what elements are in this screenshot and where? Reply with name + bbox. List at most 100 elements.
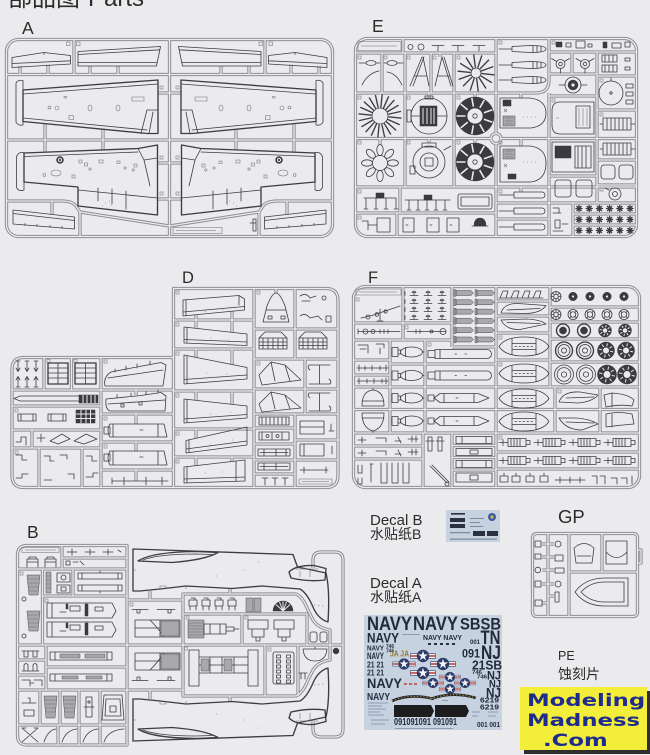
decal-marking-navy: NAVY — [413, 614, 458, 635]
machine-gun-pod — [533, 456, 566, 465]
decal-marking-number: 746 — [477, 675, 487, 681]
seat-detail-block — [507, 173, 517, 180]
crankcase-block — [419, 105, 438, 127]
wheel-spokes — [603, 310, 611, 319]
wheel-light — [576, 364, 596, 385]
small-ring-part — [332, 647, 340, 655]
sprue-f-code-label — [355, 288, 402, 296]
cockpit-rail-part — [49, 651, 113, 661]
decal-a-label-chinese: 水贴纸A — [370, 589, 422, 605]
wheel-rim — [567, 309, 579, 320]
weapon-pylon — [455, 448, 493, 456]
long-rod-part — [13, 395, 80, 402]
small-lever-parts — [65, 548, 122, 566]
wheel-spokes — [618, 366, 636, 383]
decal-b-label: Decal B — [370, 512, 423, 529]
wheel-hub — [602, 292, 612, 301]
exhaust-manifold — [363, 197, 399, 210]
wheel-hub — [568, 292, 578, 301]
antenna-mast — [409, 314, 419, 320]
sprue-label-d: D — [182, 268, 194, 287]
seat-back-lines — [63, 699, 76, 713]
star-part — [595, 215, 604, 224]
i-beam-strut — [307, 364, 332, 385]
machine-gun-pod — [568, 456, 601, 465]
wheel-spokes — [618, 343, 634, 358]
wheel-spokes — [598, 366, 616, 383]
wheel-tire — [554, 341, 574, 360]
cockpit-seat-part — [499, 97, 547, 129]
flap-strip-part — [12, 209, 75, 230]
control-column-part — [247, 619, 295, 642]
wheel-hub — [602, 370, 612, 379]
wheel-rim — [557, 344, 571, 357]
wheel-tire — [555, 323, 571, 338]
cockpit-sidewall — [46, 621, 117, 638]
oil-cooler-dome — [473, 217, 487, 227]
cylinder-gaps — [456, 143, 493, 181]
cowl-flap-ring — [457, 193, 493, 210]
wheel-gear — [550, 291, 562, 302]
wing-lower-half — [23, 144, 159, 216]
wheel-tire — [576, 323, 592, 338]
sprue-label-f: F — [368, 268, 379, 287]
rounded-block-part — [600, 164, 616, 180]
wheel-ring — [618, 309, 630, 320]
tail-fillet — [288, 564, 327, 582]
cylinder-head-petal — [361, 159, 373, 167]
star-part — [595, 226, 604, 235]
cockpit-rail-detail — [61, 675, 103, 680]
antenna-mast — [437, 298, 447, 304]
star-part — [605, 215, 614, 224]
rod-end-block-ribs — [82, 395, 96, 403]
star-part — [616, 226, 624, 235]
photo-etch-label-chinese: 蚀刻片 — [558, 666, 600, 682]
spinner-base-hole — [570, 82, 576, 88]
machine-gun-pod — [568, 438, 601, 447]
cylinder-head-petal — [387, 159, 399, 167]
wheel-hub — [622, 370, 632, 379]
rocket — [453, 308, 474, 316]
wingtip-fairing — [558, 391, 599, 404]
decal-marking-serial: 6219 — [480, 698, 499, 705]
drop-tank — [498, 388, 550, 409]
fin-ring-hub — [371, 107, 389, 125]
cylinder-fin-ring-large — [358, 94, 402, 138]
sliding-canopy — [574, 577, 629, 607]
star-part — [575, 215, 583, 224]
console-part — [77, 570, 123, 580]
small-box-part — [299, 443, 333, 457]
wheel-hub — [603, 311, 611, 318]
small-wedge-parts — [15, 433, 98, 446]
wheel-hub — [622, 327, 628, 334]
windscreen — [573, 543, 595, 564]
wheel-spokes — [598, 343, 614, 358]
decal-marking-tail-code: NJ — [486, 686, 501, 701]
control-rod-part — [383, 60, 404, 86]
decal-marking-code-olive: JA JA — [390, 650, 409, 659]
weapon-pylon — [455, 460, 493, 468]
antenna-mast — [409, 298, 419, 304]
wheel-hub — [585, 292, 595, 301]
small-box-part — [299, 420, 335, 435]
wheel-tire — [575, 341, 595, 360]
seat-bracket — [188, 597, 198, 611]
decal-marking-navy: NAVY — [367, 691, 390, 703]
small-pin-parts — [261, 477, 289, 486]
wing-lower-panel-details — [42, 159, 138, 207]
wheel-ring — [601, 309, 613, 320]
gear-door-part — [105, 389, 167, 412]
rod-end-block — [78, 394, 99, 404]
gun-rod-part — [357, 328, 401, 335]
air-scoop-part — [603, 392, 635, 408]
ejector-pin-tabs — [357, 40, 604, 220]
wheel-rim — [601, 309, 613, 320]
ribbed-cylinder-part — [599, 142, 636, 156]
rocket — [474, 308, 495, 316]
rounded-block-part — [575, 179, 593, 198]
fin-ring-hub — [470, 67, 482, 79]
pitot-tube-part — [360, 305, 401, 322]
sprue-d-code-label — [298, 478, 333, 485]
decal-marking-serial: 6219 — [480, 705, 499, 712]
small-rail-part — [257, 448, 291, 457]
